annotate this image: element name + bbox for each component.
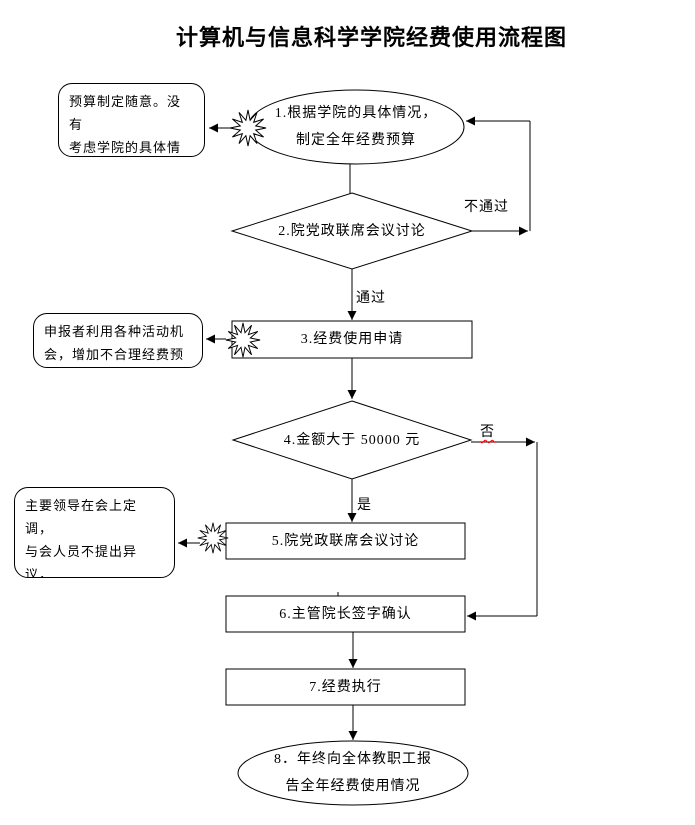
node-4-label: 4.金额大于 50000 元	[283, 432, 421, 448]
node-2-label: 2.院党政联席会议讨论	[278, 223, 426, 239]
callout-unreasonable-budget: 申报者利用各种活动机 会，增加不合理经费预算	[33, 313, 203, 368]
node-7-rect	[225, 668, 466, 706]
node-6-label: 6.主管院长签字确认	[279, 606, 412, 622]
connectors	[178, 116, 538, 740]
edge-label-no-pass: 不通过	[464, 200, 509, 215]
node-8-ellipse	[237, 740, 469, 806]
edge-label-pass: 通过	[356, 291, 386, 306]
node-5-rect	[225, 522, 466, 560]
node-1-label: 1.根据学院的具体情况， 制定全年经费预算	[274, 106, 438, 148]
page-title: 计算机与信息科学学院经费使用流程图	[176, 25, 568, 50]
callout-leader-tone: 主要领导在会上定调， 与会人员不提出异议， 从而导致经费使用不合 理。	[14, 487, 175, 578]
node-6-rect	[225, 595, 466, 633]
edge-label-no: 否	[480, 425, 495, 440]
nodes	[225, 89, 474, 806]
starburst-icon	[197, 522, 229, 554]
node-7-label: 7.经费执行	[309, 679, 382, 695]
node-2-diamond	[230, 192, 474, 270]
callout-budget-arbitrary: 预算制定随意。没有 考虑学院的具体情 况。	[58, 83, 205, 157]
node-3-label: 3.经费使用申请	[300, 332, 404, 347]
edge-label-yes: 是	[357, 498, 372, 513]
node-5-label: 5.院党政联席会议讨论	[271, 533, 420, 549]
node-8-label: 8．年终向全体教职工报 告全年经费使用情况	[274, 752, 432, 794]
node-4-diamond	[231, 400, 473, 480]
